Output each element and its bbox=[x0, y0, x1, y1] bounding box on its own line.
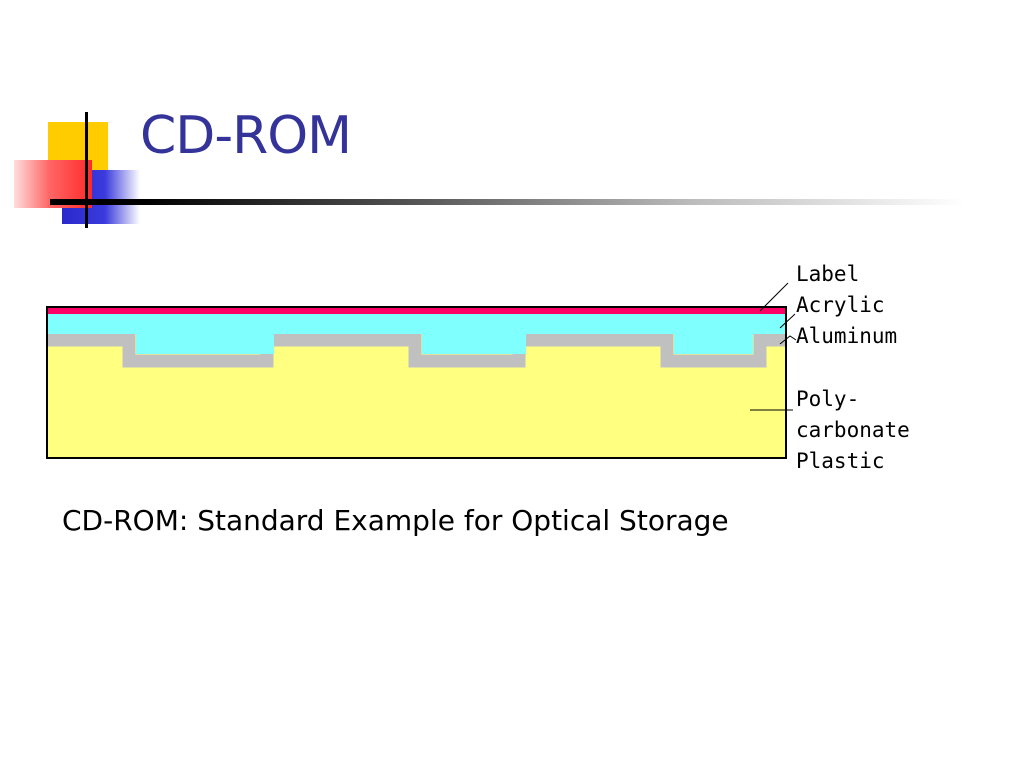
layer-label-label: Label bbox=[796, 262, 860, 286]
acrylic-layer bbox=[47, 314, 786, 354]
layer-label-aluminum: Aluminum bbox=[796, 324, 898, 348]
acrylic-leader-line bbox=[779, 313, 796, 329]
label-leader-line bbox=[759, 282, 789, 312]
layer-label-poly: Poly- bbox=[796, 387, 860, 411]
slide-caption: CD-ROM: Standard Example for Optical Sto… bbox=[62, 504, 729, 537]
label-layer bbox=[47, 307, 786, 314]
title-underline bbox=[50, 199, 965, 205]
layer-label-carbonate: carbonate bbox=[796, 418, 910, 442]
layer-label-acrylic: Acrylic bbox=[796, 293, 885, 317]
layer-label-plastic: Plastic bbox=[796, 449, 885, 473]
slide-title: CD-ROM bbox=[140, 106, 352, 166]
aluminum-layer bbox=[47, 333, 786, 368]
diagram-outline bbox=[46, 306, 787, 459]
deco-vertical-line bbox=[85, 112, 88, 228]
aluminum-leader-line bbox=[779, 335, 797, 345]
